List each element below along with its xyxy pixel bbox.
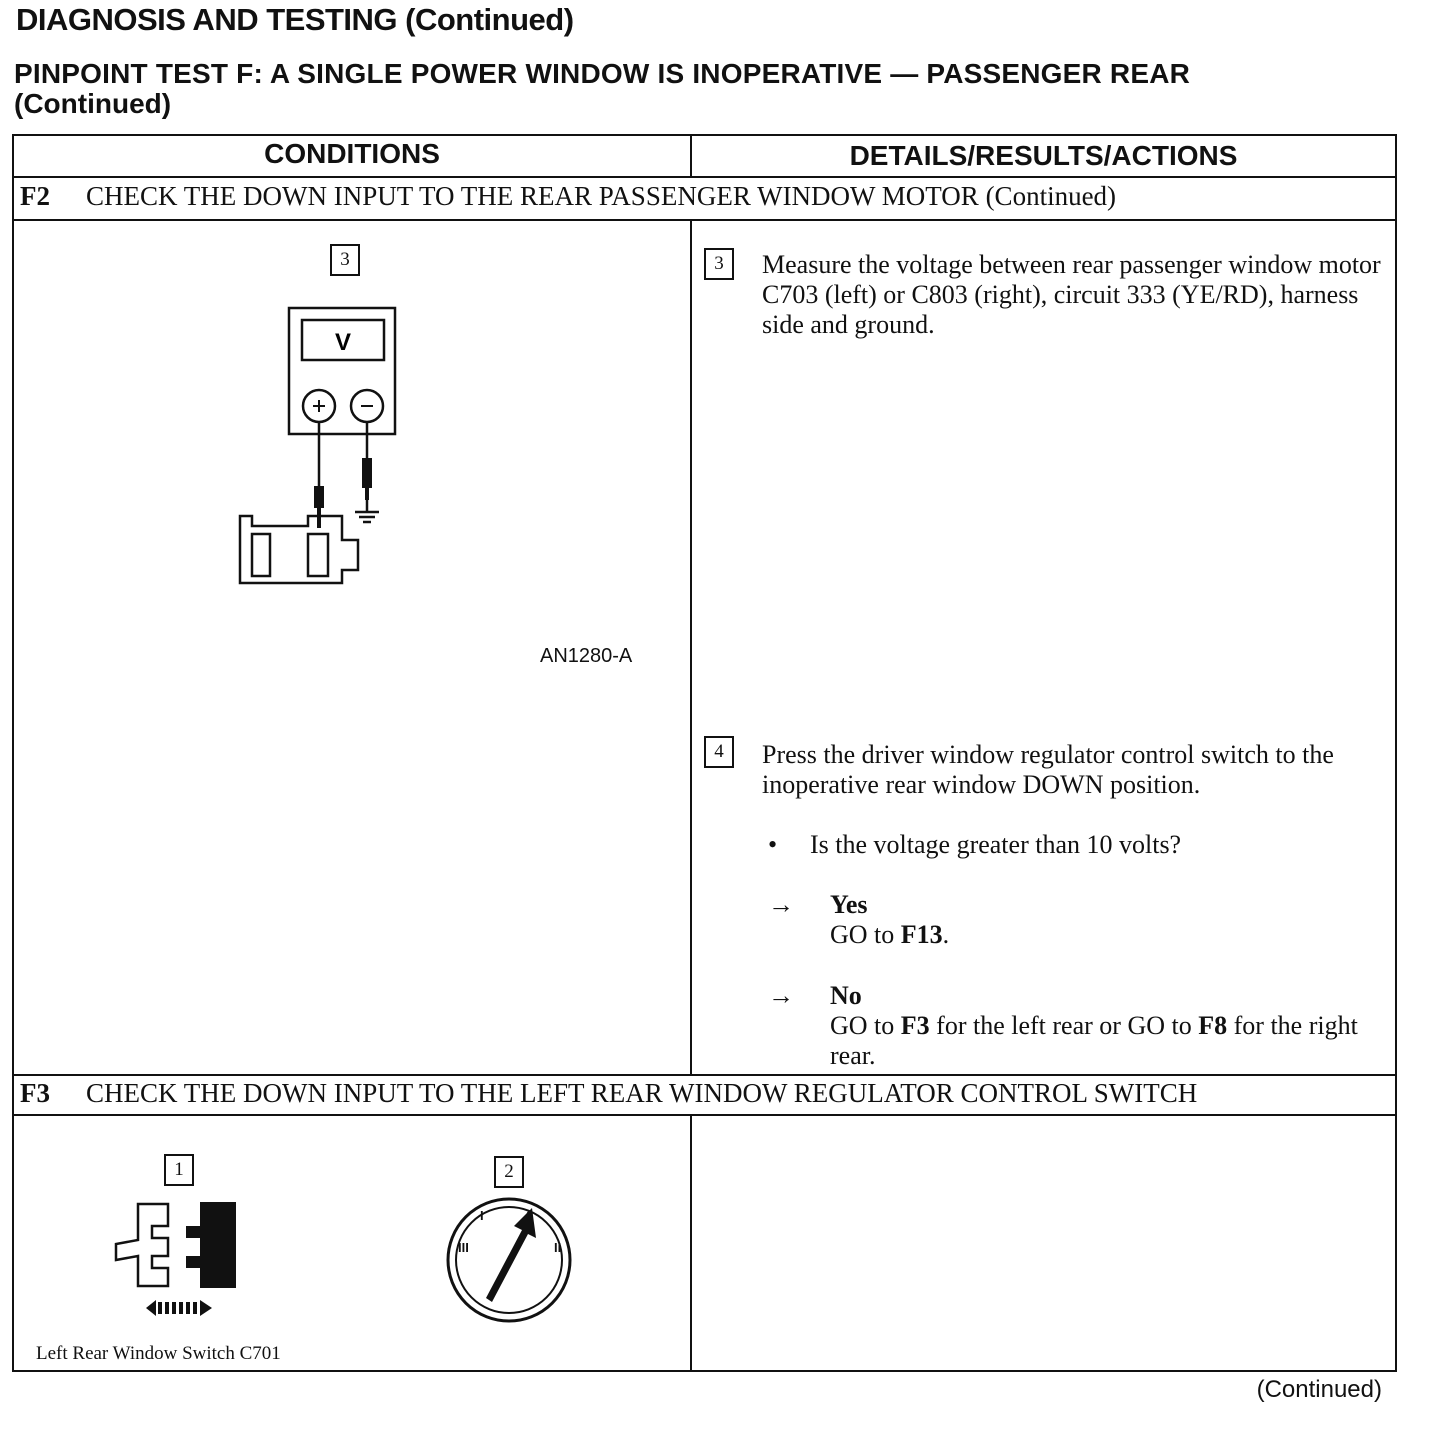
figure1-step-badge: 1 xyxy=(164,1154,194,1186)
step-4-text: Press the driver window regulator contro… xyxy=(762,740,1334,799)
step-3-text: Measure the voltage between rear passeng… xyxy=(762,250,1381,339)
arrow-right-icon: → xyxy=(768,981,794,1010)
table-border-right xyxy=(1395,134,1397,1372)
f2-rule xyxy=(12,219,1397,221)
ignition-switch-icon: III I 0 II xyxy=(446,1197,572,1323)
table-border-top xyxy=(12,134,1397,136)
col-divider-head xyxy=(690,134,692,177)
col-divider-f3 xyxy=(690,1114,692,1372)
figure-id: AN1280-A xyxy=(540,645,633,667)
figure-step-badge: 3 xyxy=(330,244,360,276)
meter-body xyxy=(287,306,397,436)
ignition-label: II xyxy=(554,1240,561,1255)
outcome-yes-action: GO to F13. xyxy=(830,920,950,949)
figure1-caption: Left Rear Window Switch C701 xyxy=(36,1343,281,1364)
meter-label: V xyxy=(335,329,351,356)
ignition-label: I xyxy=(480,1208,484,1223)
ignition-label: III xyxy=(458,1240,469,1255)
meter-display xyxy=(300,318,386,362)
details-header: DETAILS/RESULTS/ACTIONS xyxy=(849,140,1238,171)
header-rule xyxy=(12,176,1397,178)
continued-footer: (Continued) xyxy=(1256,1376,1382,1403)
section-f3-id: F3 xyxy=(20,1078,50,1108)
section-f3-header: F3 CHECK THE DOWN INPUT TO THE LEFT REAR … xyxy=(20,1078,1197,1109)
outcome-yes-label: Yes xyxy=(830,890,868,919)
test-title: PINPOINT TEST F: A SINGLE POWER WINDOW I… xyxy=(14,58,1191,89)
conditions-header: CONDITIONS xyxy=(264,138,440,169)
section-f3-title: CHECK THE DOWN INPUT TO THE LEFT REAR WI… xyxy=(86,1078,1198,1108)
motor-connector xyxy=(238,514,360,585)
mating-connector xyxy=(186,1202,236,1288)
outcome-no-label: No xyxy=(830,981,862,1010)
section-f2-id: F2 xyxy=(20,181,50,211)
f3-rule-top xyxy=(12,1074,1397,1076)
f3-rule-bottom xyxy=(12,1114,1397,1116)
switch-connector xyxy=(114,1202,170,1288)
voltmeter-diagram: V xyxy=(238,306,397,585)
section-f2-title: CHECK THE DOWN INPUT TO THE REAR PASSENG… xyxy=(86,181,1117,211)
ignition-label: 0 xyxy=(526,1208,533,1223)
bullet-icon: • xyxy=(768,830,778,859)
table-border-bottom xyxy=(12,1370,1397,1372)
outcome-no-action: GO to F3 for the left rear or GO to F8 f… xyxy=(830,1011,1358,1070)
col-divider-f2 xyxy=(690,219,692,1075)
section-f2-header: F2 CHECK THE DOWN INPUT TO THE REAR PASSE… xyxy=(20,181,1116,212)
step-3-badge: 3 xyxy=(704,248,734,280)
connector-diagram xyxy=(114,1202,236,1316)
step-4-question: Is the voltage greater than 10 volts? xyxy=(810,830,1182,859)
ignition-key-arrow xyxy=(486,1208,536,1302)
table-border-left xyxy=(12,134,14,1372)
page-title: DIAGNOSIS AND TESTING (Continued) xyxy=(16,2,574,37)
step-4-badge: 4 xyxy=(704,736,734,768)
figure2-step-badge: 2 xyxy=(494,1156,524,1188)
test-title-continued: (Continued) xyxy=(14,88,172,119)
arrow-right-icon: → xyxy=(768,890,794,919)
